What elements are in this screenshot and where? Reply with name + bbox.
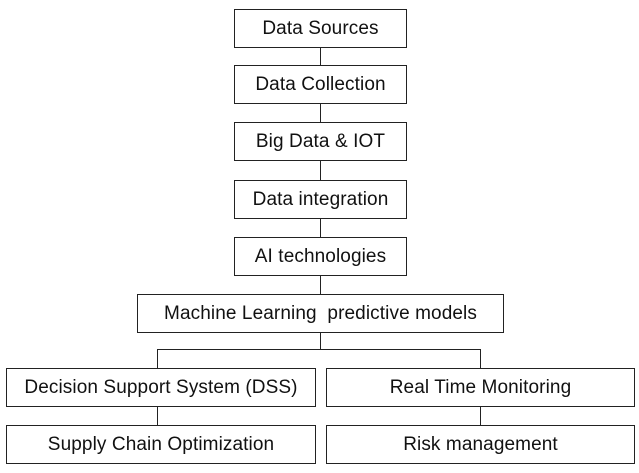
edge-monitoring-risk [480,406,481,425]
node-supply-chain-optimization: Supply Chain Optimization [6,425,316,464]
edge-branch-horizontal [157,349,481,350]
edge-branch-monitoring [480,349,481,368]
node-ml-predictive-models: Machine Learning predictive models [137,294,504,333]
edge-ai-ml [320,275,321,294]
edge-dss-supplychain [157,406,158,425]
edge-integration-ai [320,218,321,237]
node-ai-technologies: AI technologies [234,237,407,276]
node-decision-support-system: Decision Support System (DSS) [6,368,316,407]
edge-sources-collection [320,47,321,65]
node-data-collection: Data Collection [234,65,407,104]
node-real-time-monitoring: Real Time Monitoring [326,368,635,407]
edge-ml-branch [320,332,321,350]
node-risk-management: Risk management [326,425,635,464]
edge-collection-bigdata [320,103,321,122]
edge-branch-dss [157,349,158,368]
node-data-sources: Data Sources [234,9,407,48]
node-big-data-iot: Big Data & IOT [234,122,407,161]
edge-bigdata-integration [320,161,321,180]
node-data-integration: Data integration [234,180,407,219]
